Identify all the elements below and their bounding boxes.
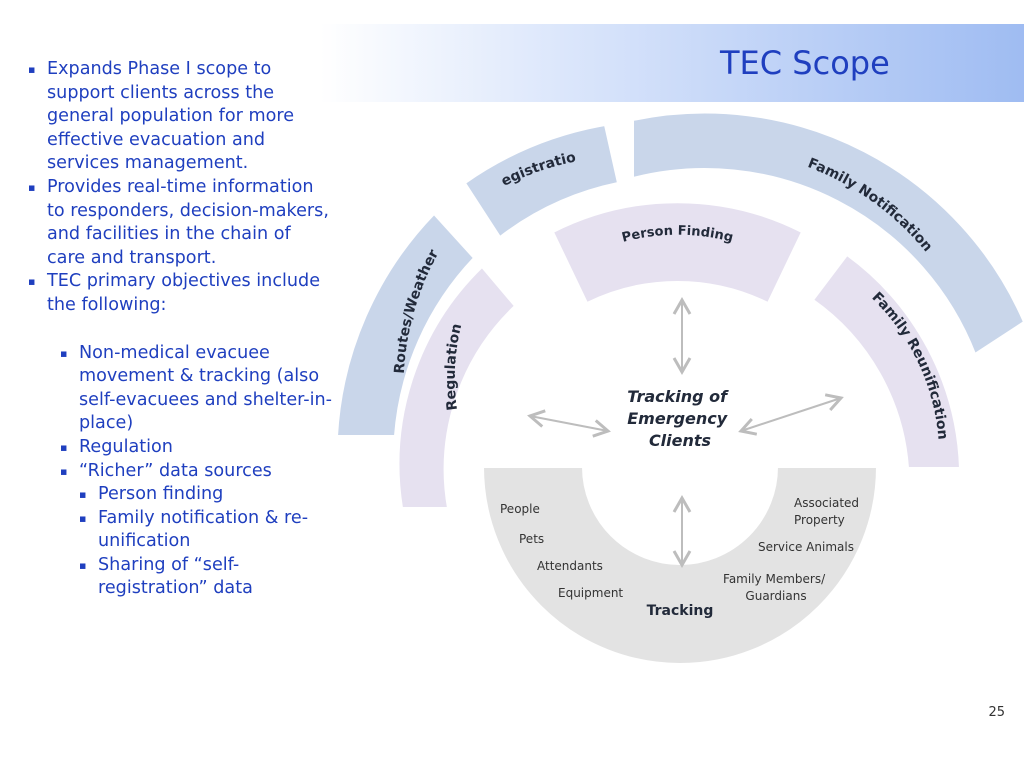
center-label: Tracking of Emergency Clients [627,387,733,450]
sub-sub-bullet-item: ▪ Person finding [28,483,333,507]
tracking-item-people: People [500,502,540,516]
bullet-text: Provides real-time information to respon… [47,176,329,268]
associated-property-line2: Property [794,513,845,527]
bullet-marker: ▪ [28,63,36,76]
bullet-gap [28,318,333,342]
tracking-item-family-members: Family Members/ Guardians [723,572,829,603]
sub-sub-bullet-item: ▪ Sharing of “self-registration” data [28,554,333,601]
arrow-left [527,409,611,438]
routes-weather-segment [335,212,476,437]
tec-scope-diagram: Routes/Weather Registration Family Notif… [320,110,1024,665]
tracking-item-associated-property: Associated Property [794,496,863,527]
bullet-marker: ▪ [60,464,68,478]
bullet-text: Person finding [98,484,224,505]
tracking-item-pets: Pets [519,532,544,546]
bullet-marker: ▪ [79,511,87,525]
family-notification-segment [632,111,1024,356]
bullet-marker: ▪ [79,558,87,572]
bullet-marker: ▪ [28,180,36,194]
bullet-marker: ▪ [60,440,68,454]
sub-bullet-item: ▪ Non-medical evacuee movement & tracking… [28,342,333,436]
bullet-marker: ▪ [28,275,36,289]
bullet-item: ▪ TEC primary objectives include the foll… [28,270,333,317]
associated-property-line1: Associated [794,496,859,510]
tracking-item-equipment: Equipment [558,586,623,600]
bullet-list: ▪ Expands Phase I scope to support client… [28,58,333,601]
sub-bullet-item: ▪ “Richer” data sources [28,460,333,484]
bullet-text: Sharing of “self-registration” data [98,554,253,599]
bullet-text: Non-medical evacuee movement & tracking … [79,342,332,434]
header-band [320,24,1024,102]
bullet-marker: ▪ [60,346,68,360]
sub-sub-bullet-item: ▪ Family notification & re-unification [28,507,333,554]
family-members-line2: Guardians [745,589,806,603]
arrow-right [738,393,844,436]
center-label-line1: Tracking of [627,387,729,406]
page-number: 25 [988,705,1005,720]
regulation-segment [397,265,517,509]
bullet-item: ▪ Provides real-time information to respo… [28,176,333,270]
tracking-item-attendants: Attendants [537,559,603,573]
bullet-text: TEC primary objectives include the follo… [47,271,321,315]
bullet-text: Family notification & re-unification [98,507,309,552]
sub-bullet-item: ▪ Regulation [28,436,333,460]
tracking-label: Tracking [647,603,714,619]
bullet-marker: ▪ [79,488,87,502]
person-finding-segment [551,201,804,305]
bullet-text: Regulation [79,436,173,457]
person-finding-label-path: Person Finding [620,224,734,246]
bullet-text: Expands Phase I scope to support clients… [47,59,295,174]
family-reunification-segment [811,253,962,469]
center-label-line2: Emergency [627,409,728,428]
center-label-line3: Clients [649,431,711,450]
family-members-line1: Family Members/ [723,572,826,586]
tracking-item-service-animals: Service Animals [758,540,854,554]
registration-segment [463,123,620,239]
slide-title: TEC Scope [720,44,890,82]
bullet-item: ▪ Expands Phase I scope to support client… [28,58,333,176]
bullet-text: “Richer” data sources [79,460,272,481]
person-finding-label: Person Finding [620,224,734,246]
